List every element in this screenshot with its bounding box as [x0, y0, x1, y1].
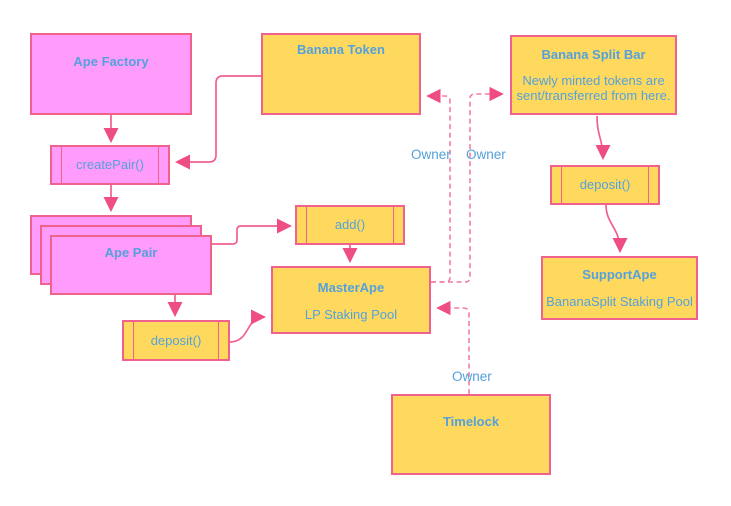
- subroutine-bar: [158, 147, 159, 183]
- banana-split-bar-title: Banana Split Bar: [541, 47, 646, 62]
- owner-label-masterape-bananatoken: Owner: [411, 147, 451, 162]
- subroutine-bar: [648, 167, 649, 203]
- master-ape-title: MasterApe: [317, 280, 385, 295]
- edge-owner-masterape-to-splitbar: [431, 86, 504, 283]
- edge-owner-timelock-to-masterape: [436, 300, 470, 394]
- subroutine-bar: [561, 167, 562, 203]
- owner-label-timelock-masterape: Owner: [452, 369, 492, 384]
- node-ape-pair-front: [50, 235, 212, 295]
- subroutine-bar: [133, 322, 134, 359]
- node-support-ape: SupportApe BananaSplit Staking Pool: [541, 256, 698, 320]
- ape-factory-label: Ape Factory: [73, 54, 149, 69]
- subroutine-bar: [393, 207, 394, 243]
- banana-split-bar-description: Newly minted tokens are sent/transferred…: [516, 73, 671, 103]
- banana-token-label: Banana Token: [297, 42, 385, 57]
- node-deposit-left: deposit(): [122, 320, 230, 361]
- subroutine-bar: [61, 147, 62, 183]
- add-label: add(): [334, 217, 366, 232]
- deposit-right-label: deposit(): [579, 177, 631, 192]
- node-banana-split-bar: Banana Split Bar Newly minted tokens are…: [510, 35, 677, 115]
- edge-owner-masterape-to-bananatoken: [426, 88, 451, 283]
- node-timelock: Timelock: [391, 394, 551, 475]
- node-add: add(): [295, 205, 405, 245]
- node-deposit-right: deposit(): [550, 165, 660, 205]
- edge-deposit-to-supportape: [605, 204, 628, 254]
- node-banana-token: Banana Token: [261, 33, 421, 115]
- support-ape-title: SupportApe: [582, 267, 657, 282]
- subroutine-bar: [218, 322, 219, 359]
- node-master-ape: MasterApe LP Staking Pool: [271, 266, 431, 334]
- edge-bananatoken-to-createpair: [174, 75, 261, 170]
- timelock-label: Timelock: [442, 414, 500, 429]
- create-pair-label: createPair(): [76, 157, 144, 172]
- ape-pair-label: Ape Pair: [104, 245, 158, 260]
- edge-apepair-to-add: [212, 218, 293, 245]
- edge-splitbar-to-deposit: [595, 115, 611, 161]
- owner-label-masterape-splitbar: Owner: [466, 147, 506, 162]
- subroutine-bar: [306, 207, 307, 243]
- node-ape-factory: Ape Factory: [30, 33, 192, 115]
- deposit-left-label: deposit(): [150, 332, 202, 348]
- support-ape-subtitle: BananaSplit Staking Pool: [546, 294, 693, 309]
- edge-deposit-to-masterape: [229, 309, 267, 343]
- node-create-pair: createPair(): [50, 145, 170, 185]
- master-ape-subtitle: LP Staking Pool: [304, 307, 398, 322]
